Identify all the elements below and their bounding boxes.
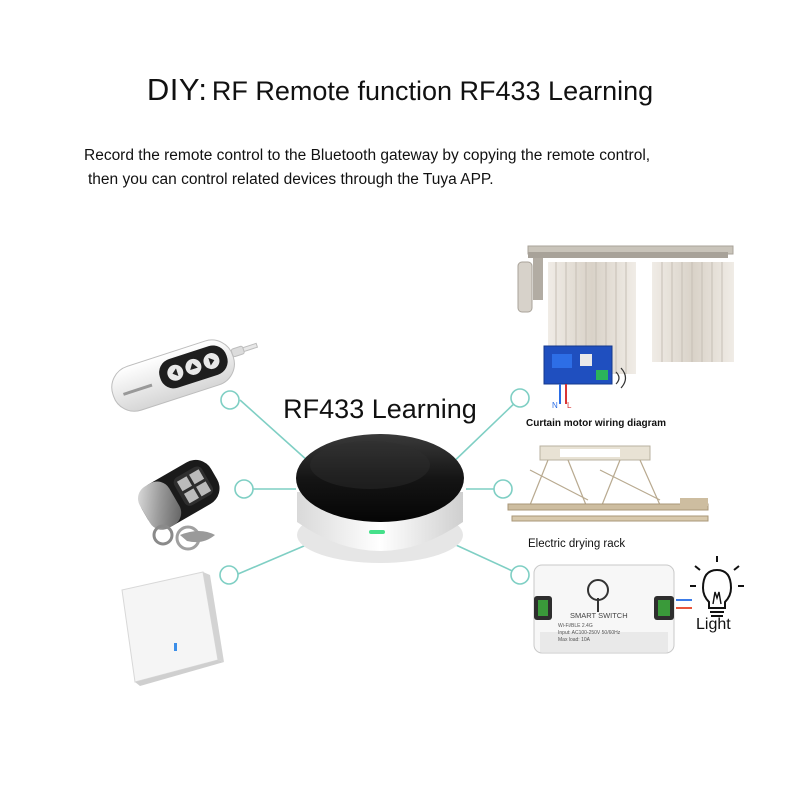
page-title: DIY: RF Remote function RF433 Learning (0, 72, 800, 108)
node-wall-switch (219, 565, 239, 585)
connector-line-curtain (444, 397, 521, 471)
wire-label-n: N (552, 401, 558, 410)
light-label: Light (696, 616, 731, 633)
connector-nodes (219, 388, 530, 585)
title-text: RF Remote function RF433 Learning (211, 76, 654, 106)
title-prefix: DIY: (146, 72, 208, 107)
wire-label-l: L (567, 401, 572, 410)
smart-switch-spec-3: Max load: 10A (558, 637, 591, 643)
wall-switch-indicator (174, 643, 177, 651)
smart-switch-icon (533, 564, 692, 654)
connector-line-smart-switch (444, 539, 520, 575)
white-remote-icon (111, 339, 259, 412)
node-smart-switch (510, 565, 530, 585)
description: Record the remote control to the Bluetoo… (84, 144, 650, 192)
curtain-motor-icon (517, 245, 734, 404)
drying-rack-caption: Electric drying rack (528, 538, 626, 550)
wall-switch-icon (121, 571, 224, 686)
light-bulb-icon (690, 556, 744, 617)
node-remote (220, 390, 240, 410)
smart-switch-spec-1: Wi-Fi/BLE 2.4G (558, 623, 593, 629)
curtain-caption: Curtain motor wiring diagram (526, 418, 667, 429)
smart-switch-brand: SMART SWITCH (570, 611, 628, 620)
keyfob-remote-icon (137, 459, 220, 551)
drying-rack-icon (507, 445, 709, 522)
hub-indicator-light (369, 530, 385, 534)
smart-switch-spec-2: Input: AC100-250V 50/60Hz (558, 630, 621, 636)
description-line-1: Record the remote control to the Bluetoo… (84, 147, 651, 164)
description-line-2: then you can control related devices thr… (88, 171, 494, 188)
node-curtain (510, 388, 530, 408)
node-drying-rack (493, 479, 513, 499)
hub-label: RF433 Learning (283, 394, 477, 424)
node-keyfob (234, 479, 254, 499)
rf-hub-icon (296, 434, 464, 563)
